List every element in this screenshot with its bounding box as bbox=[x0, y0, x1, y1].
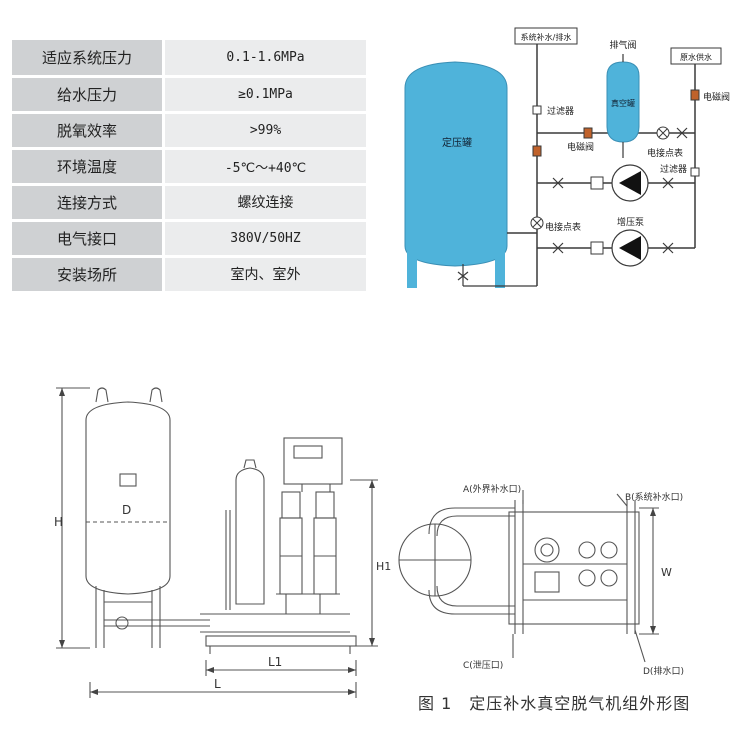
system-makeup-label: 系统补水/排水 bbox=[521, 32, 572, 42]
filter-icon bbox=[532, 105, 542, 115]
dim-h1-label: H1 bbox=[376, 560, 391, 573]
spec-row: 连接方式螺纹连接 bbox=[12, 184, 366, 222]
spec-value: ≥0.1MPa bbox=[163, 76, 366, 114]
dim-l1-label: L1 bbox=[268, 655, 282, 669]
vacuum-tank: 真空罐 bbox=[606, 61, 640, 143]
solenoid-valve-icon bbox=[583, 127, 593, 139]
spec-label: 脱氧效率 bbox=[12, 112, 165, 150]
raw-water-label: 原水供水 bbox=[680, 52, 712, 62]
drain-valve-icon bbox=[457, 271, 469, 281]
spec-value: 室内、室外 bbox=[163, 256, 366, 294]
dim-h-label: H bbox=[54, 515, 63, 529]
valve-icon bbox=[552, 177, 564, 189]
port-b-label: B(系统补水口) bbox=[625, 491, 683, 503]
top-view-drawing: A(外界补水口) B(系统补水口) W C(泄压口) D(排水口) bbox=[398, 483, 684, 677]
pressure-tank: 定压罐 bbox=[404, 61, 508, 288]
valve-icon bbox=[676, 127, 688, 139]
spec-value: -5℃～+40℃ bbox=[163, 148, 366, 186]
port-d-label: D(排水口) bbox=[643, 665, 684, 677]
front-view-drawing: H D H1 L1 L bbox=[54, 387, 391, 698]
port-a-label: A(外界补水口) bbox=[463, 483, 521, 495]
spec-label: 环境温度 bbox=[12, 148, 165, 186]
solenoid-valve-icon bbox=[532, 145, 542, 157]
vacuum-tank-label: 真空罐 bbox=[611, 98, 635, 108]
check-valve-icon bbox=[590, 176, 604, 190]
spec-row: 脱氧效率>99% bbox=[12, 112, 366, 150]
spec-value: 380V/50HZ bbox=[163, 220, 366, 258]
filter-icon bbox=[690, 167, 700, 177]
solenoid-1-label: 电磁阀 bbox=[567, 141, 594, 153]
figure-caption: 图 1 定压补水真空脱气机组外形图 bbox=[418, 694, 691, 713]
spec-label: 适应系统压力 bbox=[12, 40, 165, 78]
dim-w-label: W bbox=[661, 566, 672, 579]
valve-icon bbox=[662, 177, 674, 189]
filter-2-label: 过滤器 bbox=[660, 163, 687, 175]
filter-1-label: 过滤器 bbox=[547, 105, 574, 117]
dim-l-label: L bbox=[214, 677, 221, 691]
system-schematic: 定压罐 系统补水/排水 原水供水 真空罐 排气阀 过滤器 电磁阀 电磁阀 电接点… bbox=[404, 27, 730, 288]
valve-icon bbox=[662, 242, 674, 254]
solenoid-2-label: 电磁阀 bbox=[703, 91, 730, 103]
check-valve-icon bbox=[590, 241, 604, 255]
spec-row: 给水压力≥0.1MPa bbox=[12, 76, 366, 114]
dim-d-label: D bbox=[122, 503, 131, 517]
solenoid-valve-icon bbox=[690, 89, 700, 101]
spec-row: 环境温度-5℃～+40℃ bbox=[12, 148, 366, 186]
port-c-label: C(泄压口) bbox=[463, 659, 503, 671]
spec-label: 电气接口 bbox=[12, 220, 165, 258]
tank-label: 定压罐 bbox=[442, 136, 472, 149]
booster-pump-label: 增压泵 bbox=[617, 216, 644, 228]
spec-label: 连接方式 bbox=[12, 184, 165, 222]
spec-label: 给水压力 bbox=[12, 76, 165, 114]
spec-row: 安装场所室内、室外 bbox=[12, 256, 366, 294]
spec-value: 0.1-1.6MPa bbox=[163, 40, 366, 78]
contact-gauge-2-label: 电接点表 bbox=[545, 221, 581, 233]
valve-icon bbox=[552, 242, 564, 254]
spec-label: 安装场所 bbox=[12, 256, 165, 294]
contact-gauge-1-label: 电接点表 bbox=[647, 147, 683, 159]
spec-value: >99% bbox=[163, 112, 366, 150]
exhaust-valve-label: 排气阀 bbox=[609, 39, 636, 51]
spec-value: 螺纹连接 bbox=[163, 184, 366, 222]
